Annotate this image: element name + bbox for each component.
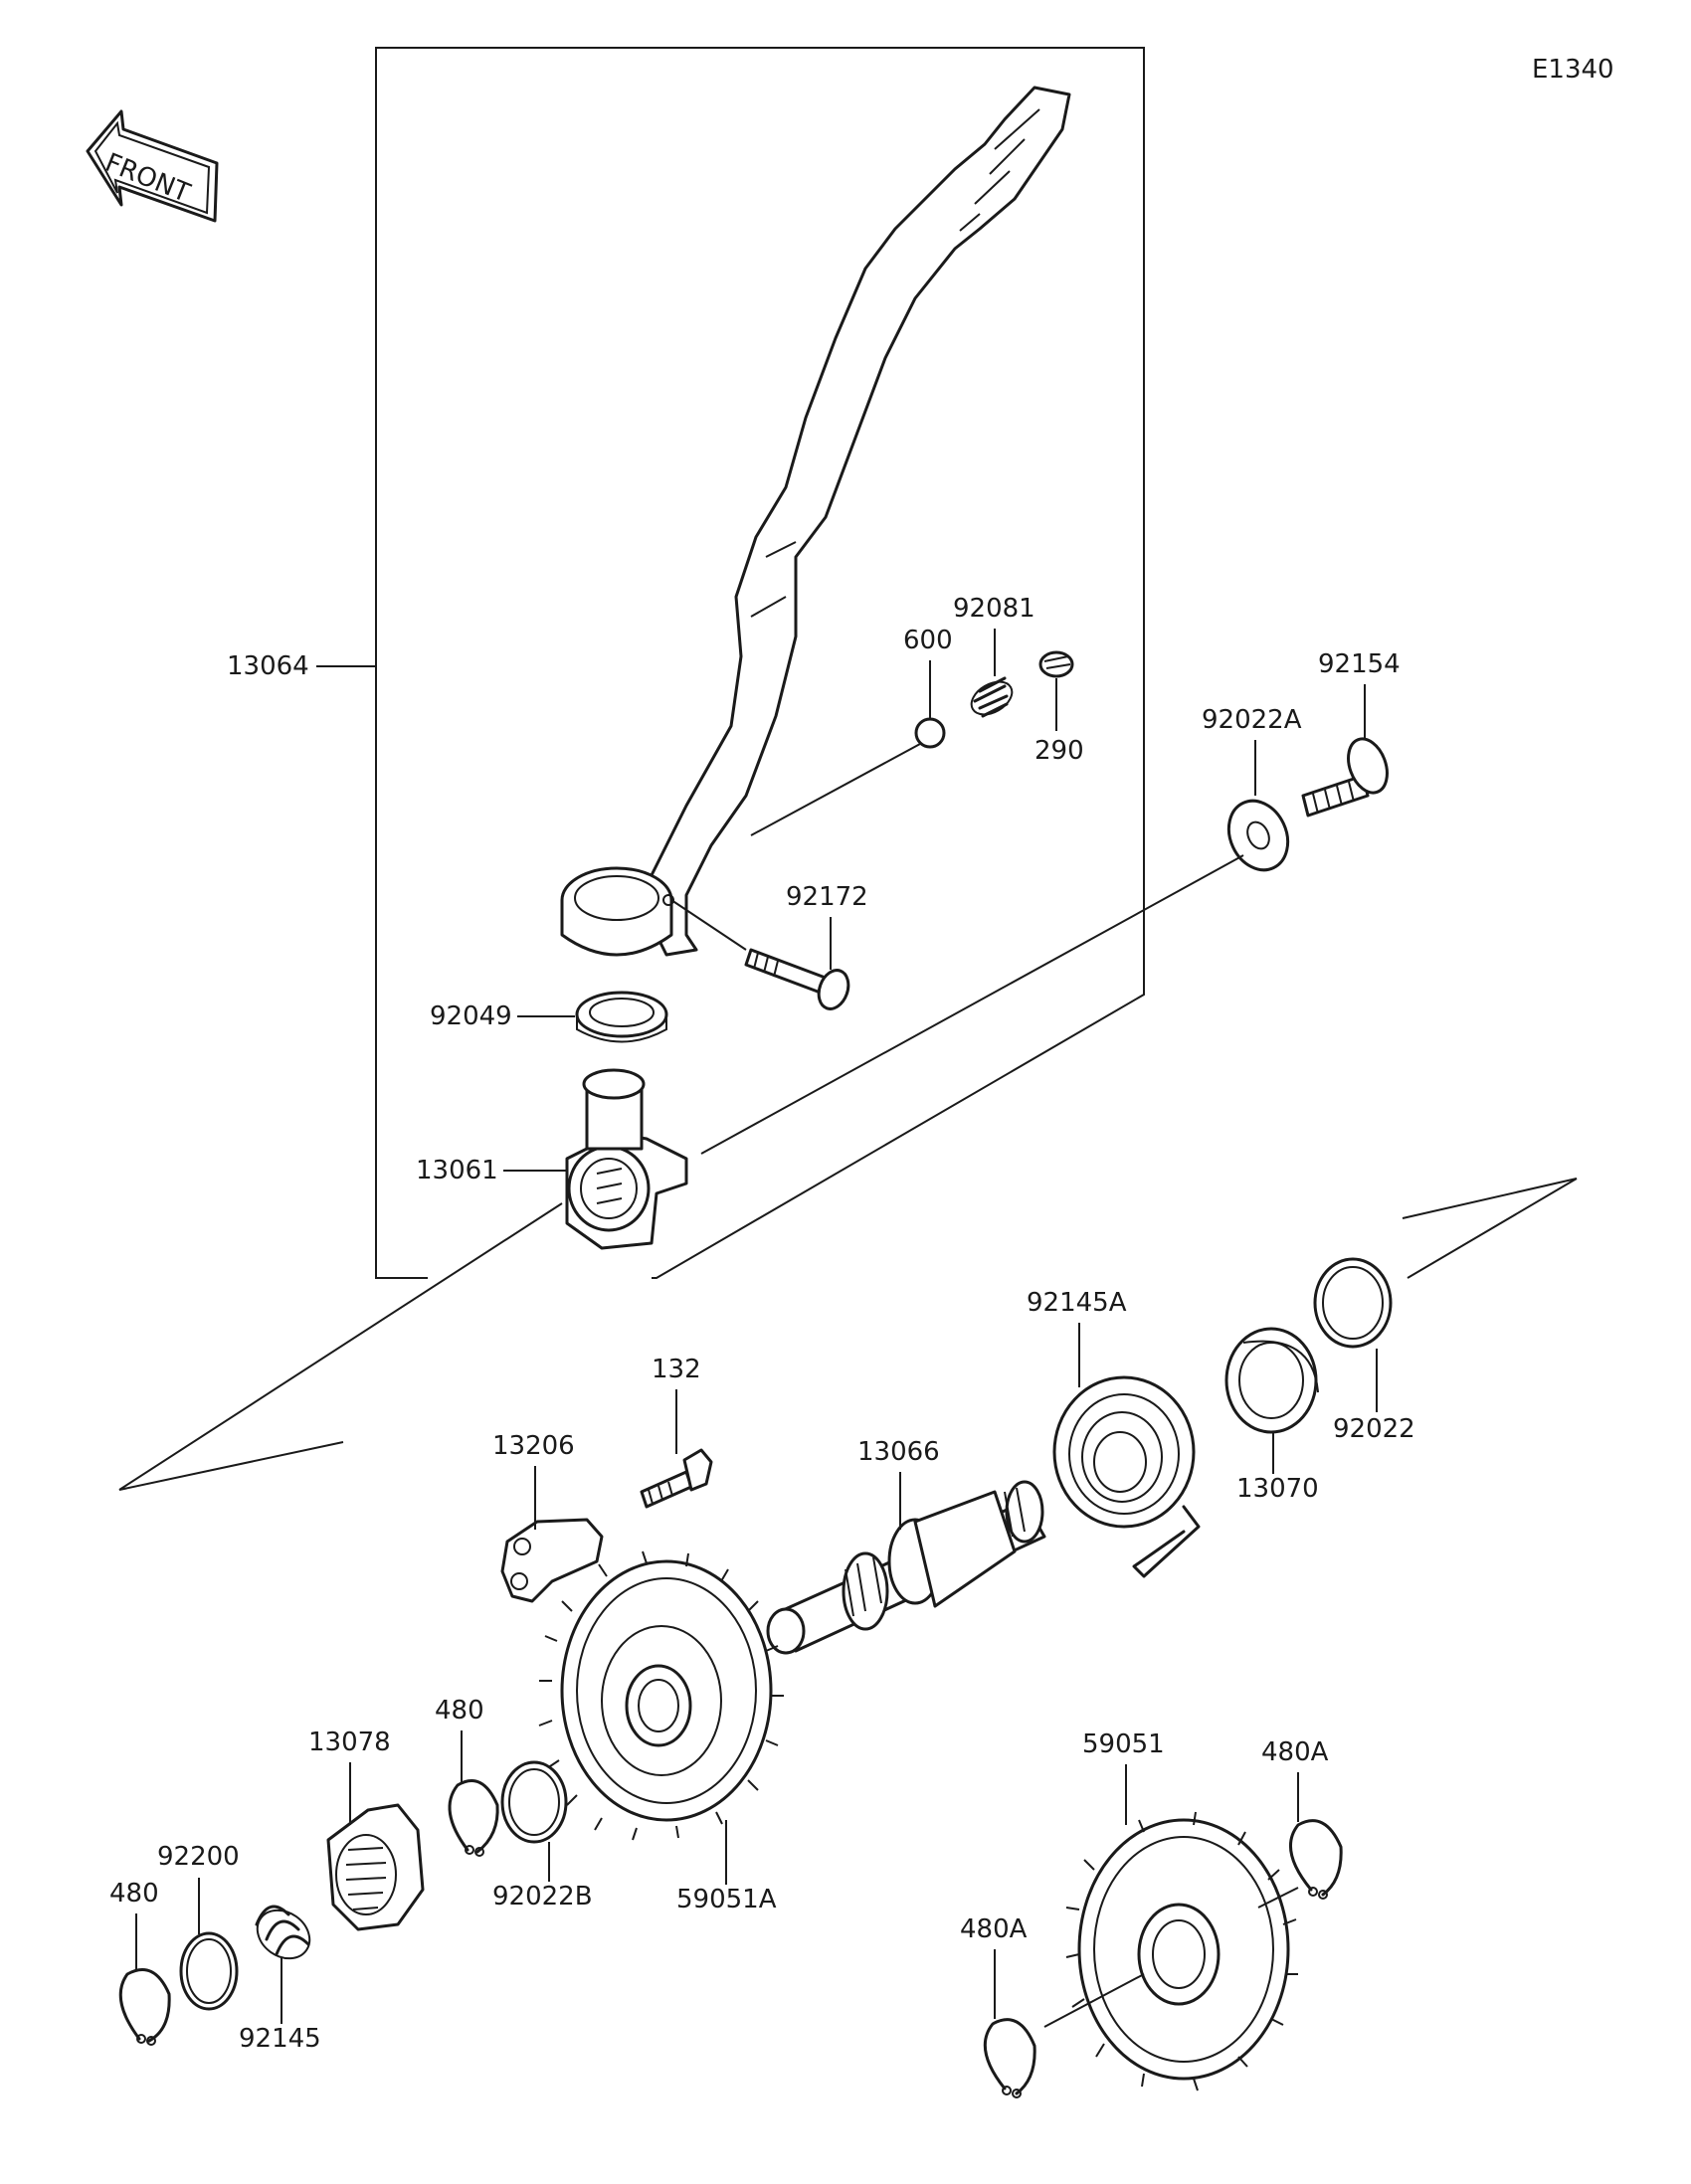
washer-92200 xyxy=(179,1931,239,2011)
assembly-bracket xyxy=(375,47,1145,1279)
ratchet-13078 xyxy=(326,1803,425,1931)
label-480A-bottom: 480A xyxy=(960,1914,1028,1944)
spring-92145 xyxy=(255,1905,311,1960)
circlip-480-lower xyxy=(118,1968,171,2046)
kick-housing-13061 xyxy=(565,1068,688,1250)
label-92022A: 92022A xyxy=(1202,705,1302,735)
label-13061: 13061 xyxy=(416,1156,498,1185)
label-132: 132 xyxy=(652,1355,701,1384)
label-290: 290 xyxy=(1034,736,1084,766)
label-92200: 92200 xyxy=(157,1842,240,1872)
spring-92081 xyxy=(970,676,1014,718)
spring-92145A xyxy=(1052,1375,1201,1578)
label-480A-top: 480A xyxy=(1261,1737,1329,1767)
ball-600 xyxy=(914,717,946,749)
label-13064: 13064 xyxy=(227,651,309,681)
circlip-480-upper xyxy=(448,1779,499,1857)
label-480-lower: 480 xyxy=(109,1879,159,1909)
washer-92022B xyxy=(500,1760,568,1844)
kick-pedal-lever xyxy=(560,86,1071,957)
label-92081: 92081 xyxy=(953,594,1035,624)
label-13066: 13066 xyxy=(857,1437,940,1467)
label-92172: 92172 xyxy=(786,882,868,912)
label-92022: 92022 xyxy=(1333,1414,1415,1444)
bolt-132 xyxy=(640,1448,713,1509)
washer-92022 xyxy=(1313,1257,1393,1349)
label-92022B: 92022B xyxy=(492,1882,593,1911)
seal-92049 xyxy=(575,991,668,1043)
diagram-code: E1340 xyxy=(1532,55,1614,85)
label-92049: 92049 xyxy=(430,1001,512,1031)
label-92145: 92145 xyxy=(239,2024,321,2054)
circlip-480A-left xyxy=(983,2018,1036,2098)
kick-shaft-13066 xyxy=(766,1480,1046,1655)
label-13078: 13078 xyxy=(308,1728,391,1757)
plug-290 xyxy=(1038,650,1074,678)
washer-92022A xyxy=(1226,799,1290,872)
label-13206: 13206 xyxy=(492,1431,575,1461)
label-600: 600 xyxy=(903,626,953,655)
label-59051: 59051 xyxy=(1082,1729,1165,1759)
gear-59051 xyxy=(1065,1811,1298,2092)
circlip-480A-right xyxy=(1289,1819,1343,1900)
label-92154: 92154 xyxy=(1318,649,1401,679)
label-480-upper: 480 xyxy=(435,1696,484,1726)
label-59051A: 59051A xyxy=(676,1885,777,1914)
gear-59051A xyxy=(538,1550,784,1841)
collar-13070 xyxy=(1224,1327,1319,1434)
guide-plate-13206 xyxy=(500,1518,604,1603)
label-92145A: 92145A xyxy=(1027,1288,1127,1318)
label-13070: 13070 xyxy=(1236,1474,1319,1504)
front-arrow-icon: FRONT xyxy=(86,109,219,223)
bolt-92154 xyxy=(1301,737,1389,818)
bolt-92172 xyxy=(744,948,850,1010)
